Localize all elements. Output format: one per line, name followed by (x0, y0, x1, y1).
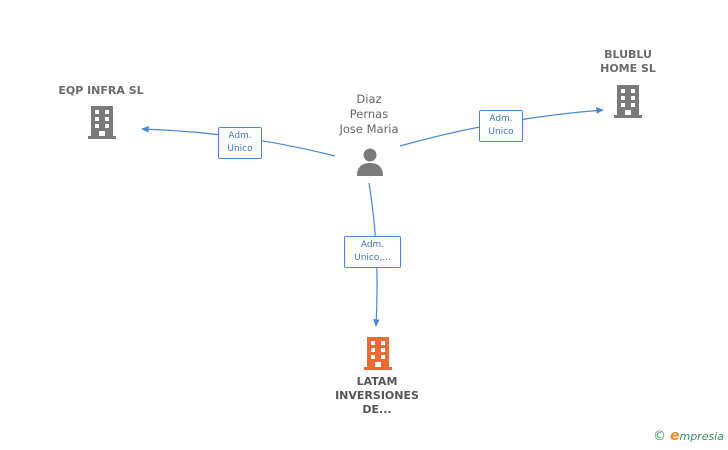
building-icon-focus[interactable] (362, 335, 394, 371)
copyright-icon: © (652, 428, 666, 444)
relation-label-latam[interactable]: Adm. Unico,... (344, 236, 401, 268)
company-name-latam-inversiones[interactable]: LATAM INVERSIONES DE... (335, 375, 419, 416)
person-icon[interactable] (355, 146, 385, 176)
company-name-eqp-infra[interactable]: EQP INFRA SL (58, 84, 144, 97)
relation-label-blublu[interactable]: Adm. Unico (479, 110, 523, 142)
person-name[interactable]: Diaz Pernas Jose Maria (339, 92, 399, 136)
company-name-blublu-home[interactable]: BLUBLU HOME SL (600, 48, 656, 75)
building-icon[interactable] (612, 83, 644, 119)
building-icon[interactable] (86, 104, 118, 140)
brand-initial: e (669, 428, 680, 444)
brand-name: mpresia (679, 430, 724, 443)
relation-label-eqp[interactable]: Adm. Unico (218, 127, 262, 159)
brand-logo[interactable]: © empresia (653, 428, 724, 444)
